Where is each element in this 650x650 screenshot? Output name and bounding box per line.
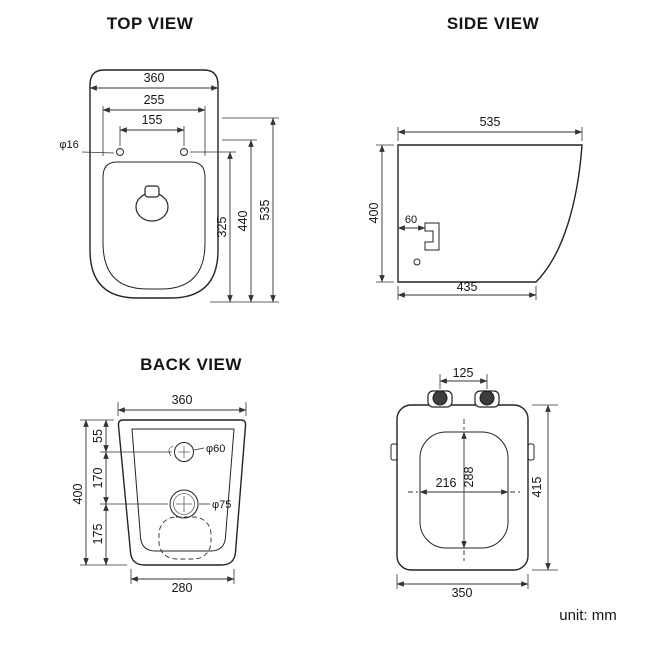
dim-label-125: 125 xyxy=(453,366,474,380)
dim-top-hinge-hole-dia: φ16 xyxy=(59,139,115,154)
hinge-knob-left xyxy=(432,390,448,406)
dim-label-280: 280 xyxy=(172,581,193,595)
seat-tab-right xyxy=(527,443,535,461)
dim-label-360-top: 360 xyxy=(144,71,165,85)
dim-label-535-top: 535 xyxy=(258,200,272,221)
side-view-title: SIDE VIEW xyxy=(447,14,540,33)
dim-label-535-side: 535 xyxy=(480,115,501,129)
dim-back-seg-top: 55 xyxy=(91,419,109,453)
dim-side-depth-top: 535 xyxy=(397,115,583,141)
top-view: 360 255 155 φ16 325 440 xyxy=(59,69,279,303)
dim-seat-length: 415 xyxy=(530,404,558,571)
outlet-hole-inner xyxy=(173,493,195,515)
fixing-hole xyxy=(413,258,421,266)
dim-back-height: 400 xyxy=(71,419,89,566)
dim-label-435: 435 xyxy=(457,280,478,294)
dim-label-phi16: φ16 xyxy=(59,139,78,151)
dim-label-400-side: 400 xyxy=(367,203,381,224)
dim-label-216: 216 xyxy=(436,476,457,490)
inlet-detail xyxy=(144,185,160,198)
dim-side-height: 400 xyxy=(367,144,394,283)
seat-view: 125 288 216 415 350 xyxy=(390,366,558,600)
dim-seat-hinge-spacing: 125 xyxy=(439,366,488,389)
seat-tab-left xyxy=(390,443,398,461)
dim-top-width-overall: 360 xyxy=(89,71,219,91)
trapway-hidden-outline xyxy=(158,516,212,560)
toilet-back-inner-outline xyxy=(131,428,235,552)
dim-back-seg-bottom: 175 xyxy=(91,503,109,566)
dim-top-hinge-spacing: 155 xyxy=(119,113,185,146)
toilet-top-outer-outline xyxy=(89,69,219,299)
back-view: φ60 φ75 360 280 400 55 xyxy=(71,393,247,595)
dim-top-width-seat: 255 xyxy=(102,93,206,156)
mounting-bracket xyxy=(424,222,440,251)
toilet-side-profile xyxy=(397,144,583,283)
dim-back-seg-mid: 170 xyxy=(91,451,109,505)
dim-label-170: 170 xyxy=(91,468,105,489)
dim-label-phi75: φ75 xyxy=(212,499,231,511)
top-view-title: TOP VIEW xyxy=(107,14,194,33)
toilet-top-seat-outline xyxy=(102,161,206,290)
dim-label-440: 440 xyxy=(236,211,250,232)
dim-side-bracket-offset: 60 xyxy=(397,214,426,231)
dim-label-175: 175 xyxy=(91,524,105,545)
dim-label-350: 350 xyxy=(452,586,473,600)
dim-back-inlet-dia: φ60 xyxy=(193,443,225,455)
dim-label-400-back: 400 xyxy=(71,484,85,505)
dim-top-depth-overall: 535 xyxy=(258,117,276,303)
dim-label-415: 415 xyxy=(530,477,544,498)
dim-label-255: 255 xyxy=(144,93,165,107)
dim-seat-opening-length: 288 xyxy=(461,431,476,549)
side-view: 535 400 60 435 xyxy=(367,115,583,300)
dim-back-width-bottom: 280 xyxy=(130,569,235,595)
back-view-title: BACK VIEW xyxy=(140,355,242,374)
hinge-knob-right xyxy=(479,390,495,406)
hinge-hole-right xyxy=(180,148,188,156)
dim-label-60: 60 xyxy=(405,214,417,226)
dim-back-outlet-dia: φ75 xyxy=(199,499,231,511)
dim-side-depth-bottom: 435 xyxy=(397,280,537,300)
dim-label-360-back: 360 xyxy=(172,393,193,407)
dim-label-325: 325 xyxy=(215,217,229,238)
dim-seat-opening-width: 216 xyxy=(419,476,509,495)
outlet-hole-outer xyxy=(169,489,199,519)
dim-label-155: 155 xyxy=(142,113,163,127)
dim-label-288: 288 xyxy=(462,467,476,488)
hinge-hole-left xyxy=(116,148,124,156)
dim-back-width-top: 360 xyxy=(117,393,247,416)
seat-lid-outline xyxy=(396,404,529,571)
inlet-curl-detail xyxy=(168,445,174,457)
dim-top-depth-inner: 325 xyxy=(215,151,233,303)
dim-label-phi60: φ60 xyxy=(206,443,225,455)
toilet-back-outer-outline xyxy=(117,419,247,566)
unit-note: unit: mm xyxy=(559,607,617,624)
dim-label-55: 55 xyxy=(91,429,105,443)
dim-seat-width: 350 xyxy=(396,574,529,600)
water-inlet-hole xyxy=(174,442,194,462)
dim-top-depth-bowl: 440 xyxy=(236,139,254,303)
